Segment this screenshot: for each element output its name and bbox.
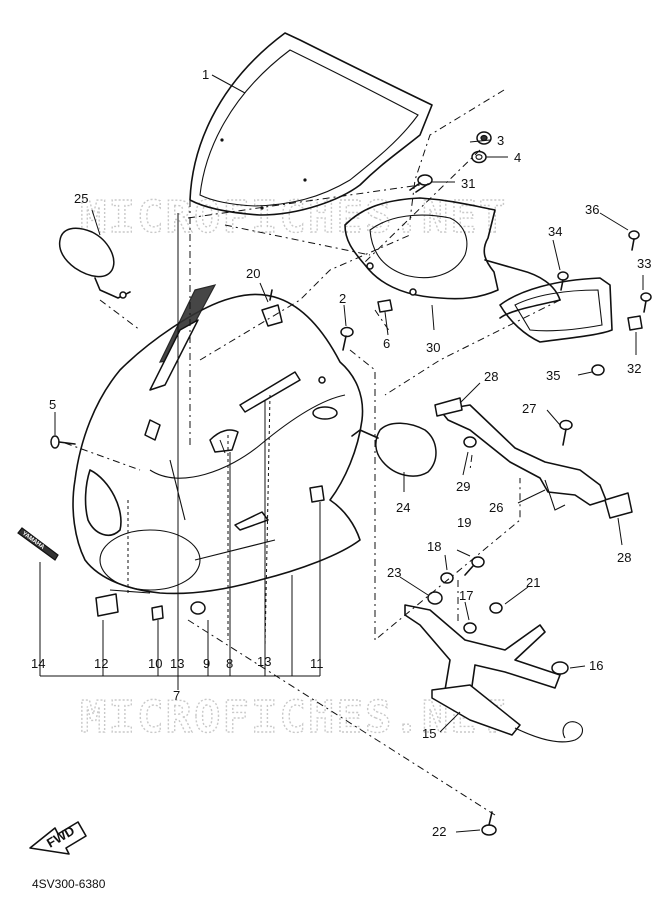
callout-14: 14 [31,656,45,671]
assembly-lines [64,89,561,816]
bolt-31 [409,174,433,193]
callout-21: 21 [526,575,540,590]
callout-15: 15 [422,726,436,741]
callout-13b: 13 [257,654,271,669]
callout-24: 24 [396,500,410,515]
callout-34: 34 [548,224,562,239]
screw-36 [628,230,640,251]
callout-5: 5 [49,397,56,412]
nut-21 [489,602,503,614]
callout-32: 32 [627,361,641,376]
damper-11 [309,485,325,503]
callout-31: 31 [461,176,475,191]
mirror-right [351,422,437,477]
stay-15 [404,604,584,743]
screw-2 [340,326,354,351]
callout-8: 8 [226,656,233,671]
callout-36: 36 [585,202,599,217]
clip-32 [627,315,643,331]
bracket-28-top [434,397,463,417]
mirror-left [58,227,131,299]
callout-27: 27 [522,401,536,416]
forward-arrow-icon: FWD [29,821,87,855]
duct-panel [499,277,613,343]
damper-12 [95,593,119,617]
fwd-label: FWD [44,823,77,851]
callout-7: 7 [173,688,180,703]
emblem-text: YAMAHA [21,531,46,551]
nut-3 [476,131,492,145]
callout-10: 10 [148,656,162,671]
callout-9: 9 [203,656,210,671]
bracket-28-bottom [604,492,633,519]
nut-10 [151,605,164,621]
callout-6: 6 [383,336,390,351]
callout-35: 35 [546,368,560,383]
windscreen [189,32,433,216]
callout-4: 4 [514,150,521,165]
callout-18: 18 [427,539,441,554]
bolt-27 [559,419,573,446]
stay-26 [439,404,607,511]
screw-33 [640,292,652,313]
callout-tree [39,213,321,690]
bolt-22 [481,811,497,836]
callout-26: 26 [489,500,503,515]
nut-16 [551,661,569,675]
callout-19: 19 [457,515,471,530]
inner-panel [344,197,561,301]
callout-25: 25 [74,191,88,206]
upper-cowling [72,284,364,595]
callout-12: 12 [94,656,108,671]
callout-2: 2 [339,291,346,306]
catalog-code: 4SV300-6380 [32,877,106,891]
callout-29: 29 [456,479,470,494]
collar-23 [427,591,443,605]
emblem-yamaha: YAMAHA [17,527,59,561]
bolt-19 [464,556,485,576]
bolt-5 [50,435,76,449]
callout-28a: 28 [484,369,498,384]
callout-16: 16 [589,658,603,673]
nut-35 [591,364,605,376]
bolt-18 [440,572,454,584]
washer-4 [471,150,487,164]
watermark-top: MICROFICHES.NET [80,192,507,243]
callout-28b: 28 [617,550,631,565]
callout-17: 17 [459,588,473,603]
callout-labels: 1 2 3 4 5 6 7 8 9 10 11 12 13 13 14 15 1… [31,67,651,839]
screw-34 [557,271,569,291]
callout-13a: 13 [170,656,184,671]
grommet-6 [377,299,393,313]
callout-23: 23 [387,565,401,580]
grommet-9 [190,601,206,615]
callout-20: 20 [246,266,260,281]
leader-lines [54,74,644,833]
bracket-20 [261,289,283,327]
callout-3: 3 [497,133,504,148]
callout-1: 1 [202,67,209,82]
callout-33: 33 [637,256,651,271]
nut-17 [463,622,477,634]
callout-30: 30 [426,340,440,355]
callout-22: 22 [432,824,446,839]
callout-11: 11 [310,656,324,671]
